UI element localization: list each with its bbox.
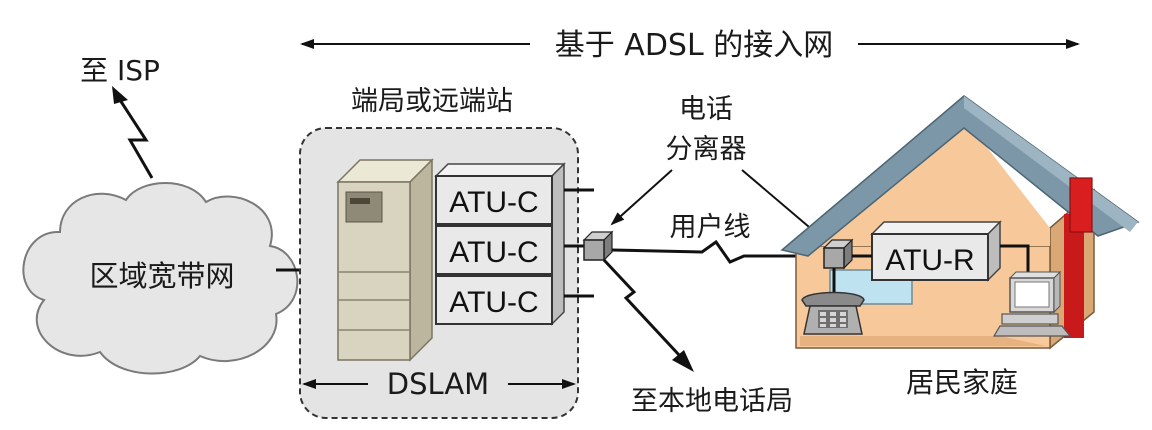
cloud-icon <box>22 182 299 375</box>
atu-c-label: ATU-C <box>449 236 538 269</box>
atu-c-box <box>435 275 553 325</box>
atu-c-box <box>435 225 553 275</box>
user-line-label: 用户线 <box>670 212 751 243</box>
atu-c-stack: ATU-C ATU-C ATU-C <box>434 162 566 326</box>
lightning-arrowhead <box>112 86 128 104</box>
chimney <box>1069 177 1093 233</box>
splitter-icon <box>582 230 614 262</box>
diagram-title: 基于 ADSL 的接入网 <box>555 28 833 63</box>
splitter-label-line1: 电话 <box>679 94 733 125</box>
splitter-icon <box>822 238 854 270</box>
subscriber-line <box>611 239 826 264</box>
lightning-icon <box>118 99 154 179</box>
computer-icon <box>992 270 1072 337</box>
local-exchange-arrowhead <box>672 350 694 372</box>
house-icon <box>780 95 1140 350</box>
central-office-label: 端局或远端站 <box>351 86 513 117</box>
regional-network-label: 区域宽带网 <box>89 259 234 293</box>
local-exchange-label: 至本地电话局 <box>631 386 793 417</box>
splitter-label-line2: 分离器 <box>666 134 747 165</box>
local-exchange-link <box>602 258 682 358</box>
atu-c-label: ATU-C <box>449 286 538 319</box>
atu-c-label: ATU-C <box>449 186 538 219</box>
splitter-pointer-left <box>610 169 673 226</box>
telephone-icon <box>801 291 865 335</box>
atu-c-box <box>435 175 553 225</box>
cabinet-icon <box>336 158 434 362</box>
isp-label: 至 ISP <box>80 54 160 87</box>
atu-r-label: ATU-R <box>885 244 974 277</box>
dslam-label: DSLAM <box>387 367 489 401</box>
atu-r-unit: ATU-R <box>870 220 1002 282</box>
residence-label: 居民家庭 <box>906 366 1018 399</box>
atu-r-to-computer <box>1000 244 1030 278</box>
